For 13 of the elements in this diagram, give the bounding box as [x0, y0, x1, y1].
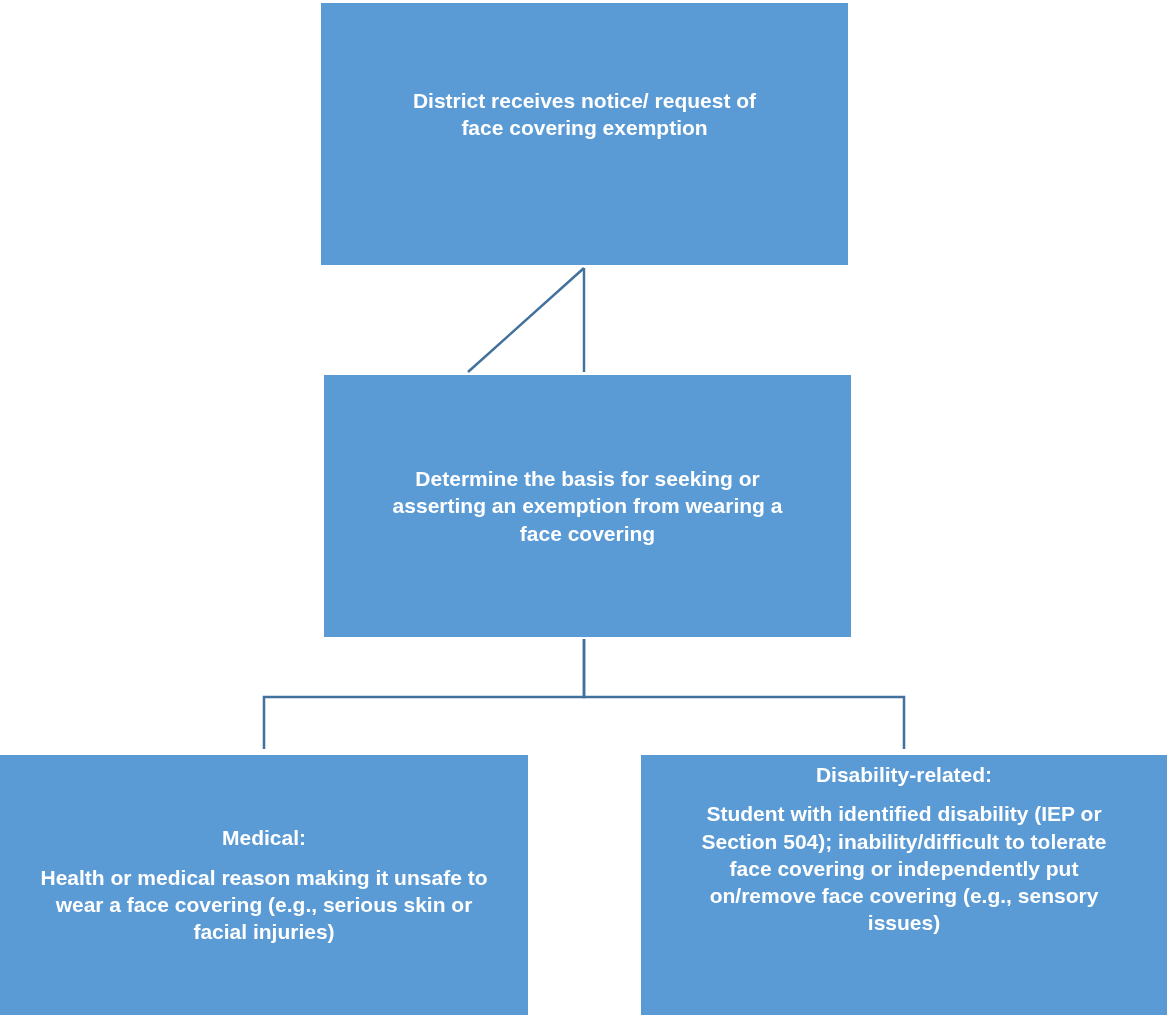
box-heading: Medical:	[222, 825, 306, 852]
box-heading: Disability-related:	[815, 762, 993, 788]
box-text: District receives notice/ request of face covering exemption	[411, 87, 758, 141]
box-text: Health or medical reason making it unsafe to wear a face covering (e.g., serious skin or facial injuries)	[39, 864, 489, 946]
process-box	[641, 755, 1167, 1015]
connector-line	[582, 639, 906, 749]
connector-line	[582, 268, 586, 372]
process-box	[324, 375, 851, 637]
connector-line	[467, 267, 585, 373]
process-box	[0, 755, 528, 1015]
box-text: Determine the basis for seeking or asserting an exemption from wearing a face covering	[391, 466, 784, 547]
process-box	[321, 3, 848, 265]
box-text: Student with identified disability (IEP or Section 504); inability/difficult to tolerate face covering or independently put on/remove face covering (e.g., sensory issues)	[700, 801, 1108, 937]
